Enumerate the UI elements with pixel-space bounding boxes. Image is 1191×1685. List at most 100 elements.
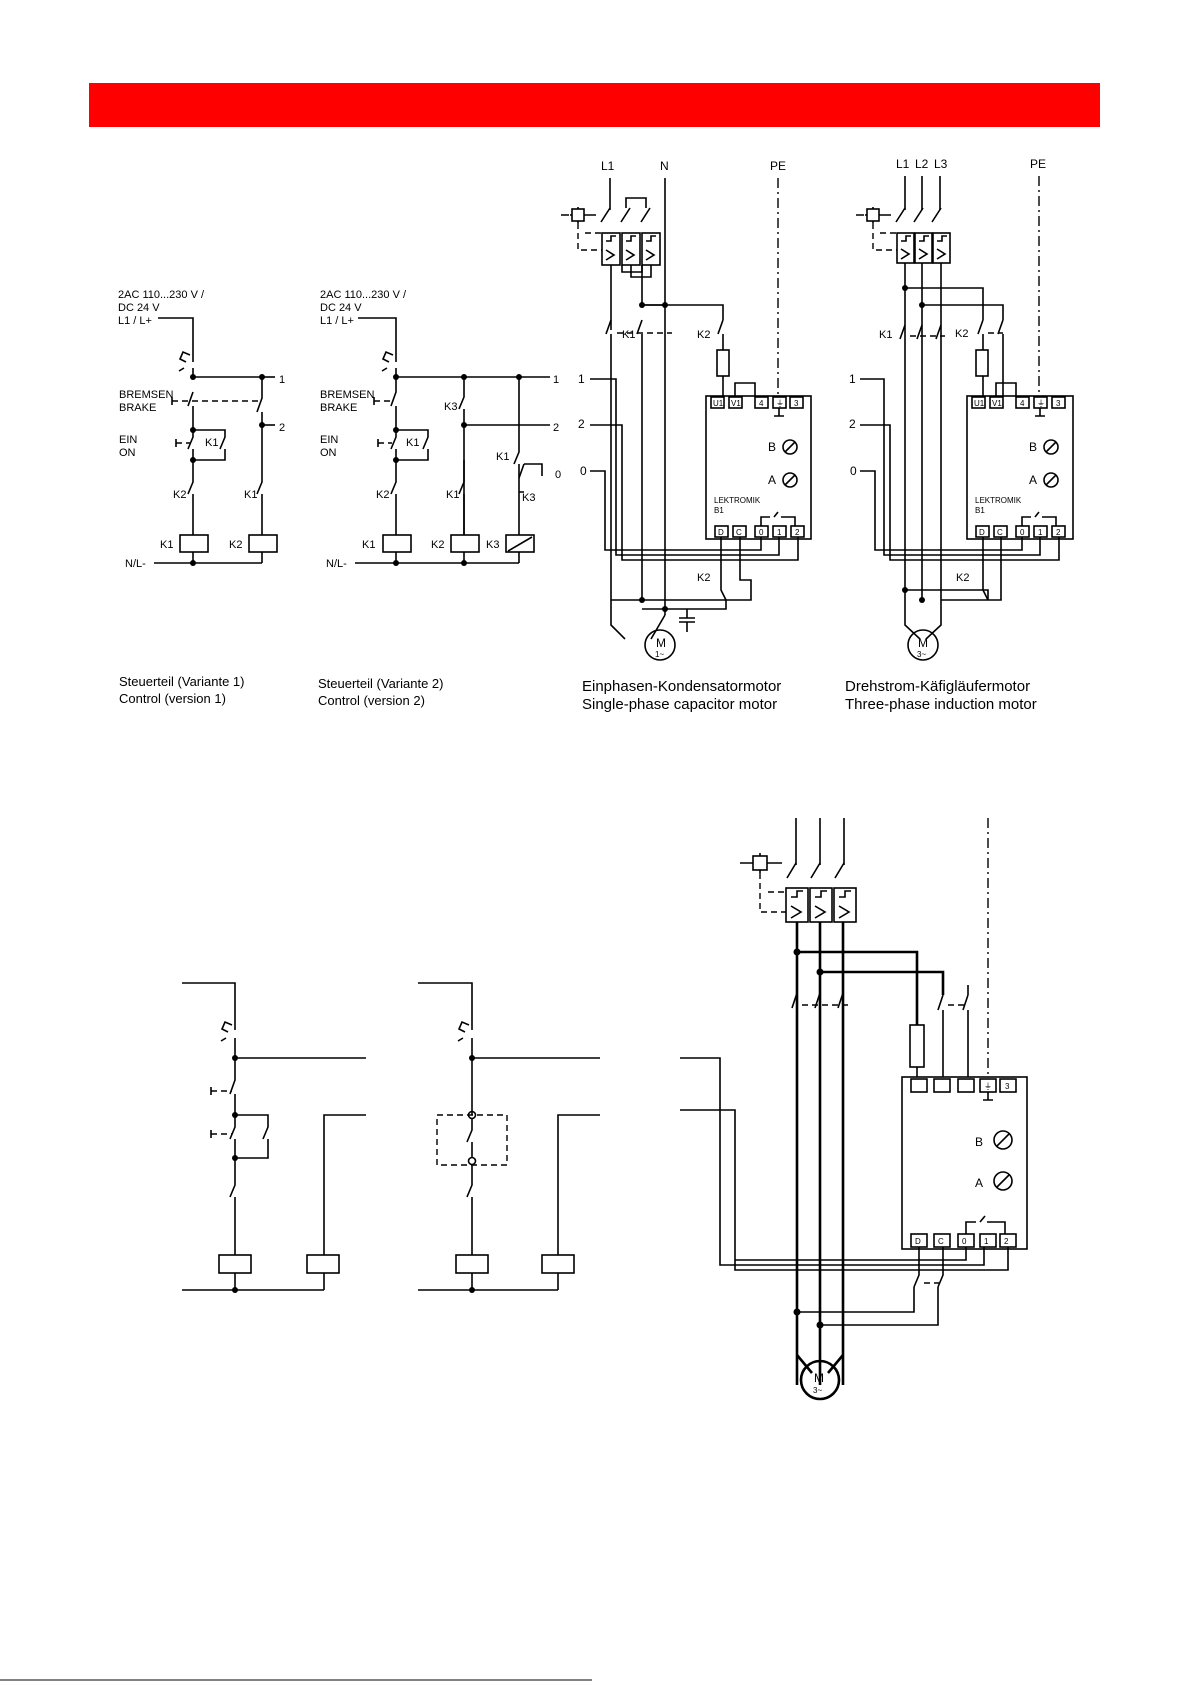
k2-interlock-label: K2 (173, 489, 186, 501)
input-0-label: 0 (850, 464, 857, 478)
terminal-pe: ⏚ (776, 399, 784, 408)
k2-label: K2 (955, 328, 968, 340)
terminal-2: 2 (1004, 1237, 1009, 1246)
terminal-0: 0 (759, 528, 764, 537)
terminal-0-label: 0 (555, 469, 561, 481)
terminal-3: 3 (794, 399, 799, 408)
terminal-0: 0 (962, 1237, 967, 1246)
terminal-0: 0 (1020, 528, 1025, 537)
neutral-label: N/L- (326, 558, 347, 570)
terminal-v1: V1 (731, 399, 741, 408)
input-2-label: 2 (849, 417, 856, 431)
neutral-label: N/L- (125, 558, 146, 570)
k1-coil-label: K1 (160, 539, 173, 551)
brake-label-de: BREMSEN (320, 389, 374, 401)
terminal-c: C (997, 528, 1003, 537)
device-id: B1 (975, 506, 985, 515)
on-label-de: EIN (119, 434, 137, 446)
line-pe-label: PE (1030, 157, 1046, 171)
k2-coil-label: K2 (229, 539, 242, 551)
caption-de: Drehstrom-Käfigläufermotor (845, 678, 1030, 695)
terminal-u1: U1 (713, 399, 724, 408)
terminal-2: 2 (1056, 528, 1061, 537)
terminal-4: 4 (759, 399, 764, 408)
caption-de: Einphasen-Kondensatormotor (582, 678, 781, 695)
supply-label-line-2: DC 24 V (320, 302, 362, 314)
terminal-1: 1 (984, 1237, 989, 1246)
caption-v2-en: Control (version 2) (318, 693, 425, 708)
input-0-label: 0 (580, 464, 587, 478)
pot-a-label: A (768, 473, 776, 487)
caption-v1-de: Steuerteil (Variante 1) (119, 674, 245, 689)
input-2-label: 2 (578, 417, 585, 431)
on-label-de: EIN (320, 434, 338, 446)
k2-label: K2 (697, 329, 710, 341)
pot-b-label: B (768, 440, 776, 454)
motor-symbol: M (918, 636, 928, 650)
motor-phase: 1~ (655, 650, 664, 659)
caption-en: Three-phase induction motor (845, 696, 1037, 713)
device-name: LEKTROMIK (714, 496, 761, 505)
terminal-d: D (979, 528, 985, 537)
blank-control-circuit-2 (418, 982, 600, 1293)
line-l1-label: L1 (896, 157, 910, 171)
blank-three-phase-circuit: ⏚ 3 B A D C 0 1 2 M 3~ (680, 818, 1028, 1401)
line-l1-label: L1 (601, 159, 615, 173)
k1-coil-label: K1 (362, 539, 375, 551)
control-version-1-diagram: 2AC 110...230 V / DC 24 V L1 / L+ 1 2 BR… (118, 289, 285, 570)
motor-symbol: M (656, 636, 666, 650)
terminal-3: 3 (1005, 1082, 1010, 1091)
terminal-v1: V1 (992, 399, 1002, 408)
header-banner (89, 83, 1100, 127)
on-label-en: ON (119, 447, 136, 459)
caption-v1-en: Control (version 1) (119, 691, 226, 706)
terminal-pe: ⏚ (984, 1082, 992, 1091)
line-l3-label: L3 (934, 157, 948, 171)
supply-label-line-1: 2AC 110...230 V / (118, 289, 205, 301)
line-n-label: N (660, 159, 669, 173)
on-label-en: ON (320, 447, 337, 459)
blank-control-circuit-1 (182, 982, 366, 1293)
terminal-4: 4 (1020, 399, 1025, 408)
k3-contact-label: K3 (444, 401, 457, 413)
terminal-3: 3 (1056, 399, 1061, 408)
k1-hold-contact-label: K1 (406, 437, 419, 449)
k1-k3-contact-label: K1 (496, 451, 509, 463)
terminal-1: 1 (777, 528, 782, 537)
k1-interlock-label: K1 (244, 489, 257, 501)
terminal-1: 1 (1038, 528, 1043, 537)
input-1-label: 1 (849, 372, 856, 386)
motor-symbol: M (814, 1371, 824, 1385)
pot-a-label: A (1029, 473, 1037, 487)
brake-label-de: BREMSEN (119, 389, 173, 401)
terminal-c: C (938, 1237, 944, 1246)
k1-label: K1 (622, 329, 635, 341)
single-phase-motor-diagram: L1 N PE K1 K2 (561, 159, 812, 713)
k1-interlock-label: K1 (446, 489, 459, 501)
line-pe-label: PE (770, 159, 786, 173)
motor-phase: 3~ (813, 1386, 822, 1395)
brake-label-en: BRAKE (320, 402, 357, 414)
three-phase-motor-diagram: L1 L2 L3 PE K1 K2 U1 (845, 157, 1074, 713)
device-name: LEKTROMIK (975, 496, 1022, 505)
supply-label-line-1: 2AC 110...230 V / (320, 289, 407, 301)
k3-self-contact-label: K3 (522, 492, 535, 504)
k2-bottom-label: K2 (697, 572, 710, 584)
caption-en: Single-phase capacitor motor (582, 696, 777, 713)
k2-interlock-label: K2 (376, 489, 389, 501)
terminal-1-label: 1 (553, 374, 559, 386)
supply-label-line-3: L1 / L+ (118, 315, 152, 327)
control-version-2-diagram: 2AC 110...230 V / DC 24 V L1 / L+ 1 BREM… (320, 289, 561, 570)
input-1-label: 1 (578, 372, 585, 386)
terminal-2-label: 2 (553, 422, 559, 434)
k3-coil-label: K3 (486, 539, 499, 551)
motor-phase: 3~ (917, 650, 926, 659)
terminal-c: C (736, 528, 742, 537)
supply-label-line-3: L1 / L+ (320, 315, 354, 327)
pot-b-label: B (975, 1135, 983, 1149)
pot-a-label: A (975, 1176, 983, 1190)
line-l2-label: L2 (915, 157, 929, 171)
pot-b-label: B (1029, 440, 1037, 454)
k2-coil-label: K2 (431, 539, 444, 551)
